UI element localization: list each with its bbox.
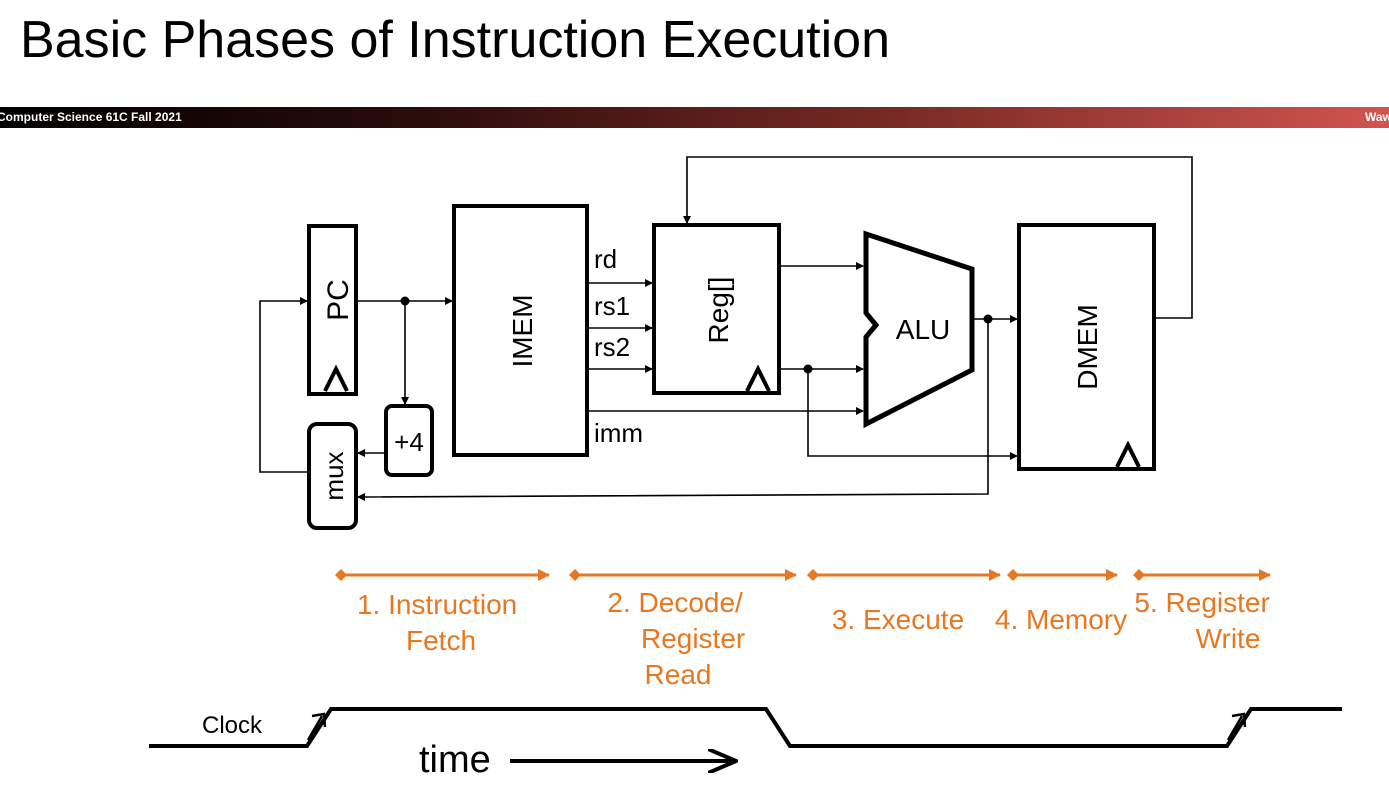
phase-2-label: 2. Decode/ Register Read (607, 587, 753, 690)
clock-waveform: Clock (149, 707, 1342, 748)
junction-alu-out (983, 314, 993, 324)
dmem-clock-triangle (1115, 440, 1141, 468)
time-indicator: time (419, 739, 736, 781)
time-label: time (419, 739, 491, 781)
phase-labels: 1. Instruction Fetch 2. Decode/ Register… (357, 587, 1277, 690)
pc-clock-triangle (323, 364, 349, 392)
slide-title: Basic Phases of Instruction Execution (20, 11, 891, 69)
wire-alu-mux (357, 319, 989, 501)
clock-label: Clock (202, 712, 263, 739)
signal-rd: rd (594, 244, 617, 274)
plus4-adder: +4 (384, 404, 434, 477)
signal-rs1: rs1 (594, 291, 630, 321)
pc-label: PC (322, 279, 355, 321)
plus4-label: +4 (394, 427, 424, 457)
clock-signal (149, 707, 1342, 748)
phase-5-label: 5. Register Write (1134, 587, 1277, 654)
mux-label: mux (319, 451, 349, 500)
phase-1-label: 1. Instruction Fetch (357, 589, 525, 656)
dmem-block: DMEM (1017, 223, 1156, 471)
junction-reg-b (803, 364, 813, 374)
alu-block: ALU (863, 230, 975, 429)
register-file-label: Reg[] (703, 277, 734, 344)
course-name: Computer Science 61C Fall 2021 (0, 110, 182, 124)
course-banner: Computer Science 61C Fall 2021 Wawrzynek… (0, 107, 1389, 128)
datapath-wires (259, 156, 1193, 501)
reg-clock-triangle (745, 364, 771, 392)
clock-rising-edge-1 (306, 712, 327, 741)
phase-3-label: 3. Execute (832, 604, 964, 635)
wire-junctions (400, 296, 993, 374)
pc-mux: mux (307, 422, 358, 530)
pc-register: PC (307, 224, 358, 396)
wire-mux-pc (259, 297, 309, 473)
signal-imm: imm (594, 418, 643, 448)
dmem-label: DMEM (1072, 304, 1103, 390)
imem-label: IMEM (507, 294, 538, 367)
phase-4-label: 4. Memory (995, 604, 1127, 635)
wire-writeback (683, 156, 1193, 319)
wire-reg-dmem (807, 369, 1018, 460)
author-names: Wawrzynek & Weaver (1365, 110, 1389, 124)
register-file: Reg[] (652, 223, 781, 395)
alu-label: ALU (896, 314, 950, 345)
junction-pc (400, 296, 410, 306)
signal-labels: rd rs1 rs2 imm (594, 244, 643, 448)
imem-block: IMEM (452, 204, 589, 457)
clock-rising-edge-2 (1226, 712, 1247, 741)
signal-rs2: rs2 (594, 332, 630, 362)
